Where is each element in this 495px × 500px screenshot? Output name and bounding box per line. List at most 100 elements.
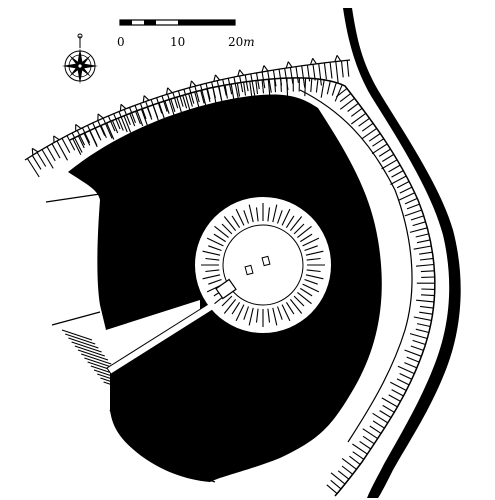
motte-hachure [293,295,305,307]
motte-hachure [304,245,318,252]
motte-hachure [235,304,245,322]
outer-bank-hachure [379,410,392,419]
compass-rose-icon [62,33,98,84]
lower-edge-line [109,409,216,483]
motte-hachure [267,308,271,323]
top-rampart-hachure [118,111,128,133]
outer-bank-hachure [381,159,398,170]
outer-bank-hachure [200,90,205,104]
left-slope-hachure [74,345,105,357]
scale-label-unit: m [243,35,254,49]
scale-label-20-value: 20 [228,35,243,49]
outer-bank-hachure [388,394,401,402]
top-rampart-hachure [295,66,299,83]
outer-bank-hachure [170,98,176,112]
outer-bank-hachure [310,78,313,92]
outer-bank-hachure [304,78,307,97]
motte-hachure [305,274,324,280]
motte-hachure [206,237,224,247]
outer-bank-hachure [419,305,434,309]
top-rampart-hachure [284,68,289,91]
outer-bank-hachure [83,132,91,146]
outer-bank-line [69,77,436,497]
top-rampart-hachure [306,64,311,82]
outer-bank-hachure [359,440,372,450]
outer-bank-hachure [396,378,410,386]
motte-hachure [285,302,295,315]
motte-hachure [205,257,220,261]
outer-bank-hachure [396,181,410,189]
top-rampart-hachure [51,143,61,159]
motte-hachure [214,225,229,239]
inner-bank-line [299,89,413,443]
outer-bank-hachure [397,365,415,375]
outer-bank-hachure [236,83,241,97]
edge-tick [53,135,60,141]
top-rampart-hachure [227,78,233,95]
top-rampart-hachure [346,60,350,77]
motte-hachure [243,306,250,320]
outer-bank-hachure [410,345,424,351]
top-rampart-hachure [123,109,131,126]
edge-tick [334,55,338,62]
outer-bank-hachure [224,85,228,99]
outer-bank-hachure [330,479,342,490]
outer-bank-hachure [368,133,381,142]
edge-tick [336,55,342,62]
top-rampart-hachure [36,152,47,167]
motte-hachure [304,278,318,285]
outer-bank-hachure [416,299,435,303]
outer-bank-hachure [398,192,415,201]
outer-bank-hachure [420,270,435,273]
outer-bank-hachure [129,113,136,127]
motte-hachure [255,308,259,323]
top-rampart-hachure [166,94,175,116]
motte-hachure [221,223,233,235]
motte-hachure [302,237,320,247]
edge-tick [237,69,241,77]
motte-hachure [276,306,283,320]
outer-bank-hachure [194,91,200,110]
top-rampart-hachure [318,63,322,86]
top-rampart-hachure [211,81,216,99]
outer-bank-hachure [404,362,418,369]
outer-bank-hachure [243,82,247,96]
edge-tick [261,65,265,73]
outer-bank-hachure [361,127,378,140]
outer-bank-hachure [352,443,368,455]
top-rampart-hachure [46,146,56,162]
outer-bank-hachure [341,457,357,470]
top-rampart-hachure [183,89,191,111]
edge-tick [167,87,173,94]
motte-hachure [221,295,233,307]
outer-bank-hachure [372,420,385,429]
motte-hachure [272,307,278,326]
outer-bank-hachure [391,389,404,397]
outer-bank-hachure [261,79,265,94]
top-rampart-hachure [216,80,223,103]
outer-bank-hachure [409,333,428,340]
outer-bank-hachure [381,397,398,408]
motte-hachure [231,215,241,228]
motte-hachure [281,208,291,226]
foundation-west [244,264,254,276]
top-rampart-hachure [244,74,249,92]
outer-bank-hachure [182,95,188,109]
top-rampart-hachure [92,122,101,139]
top-rampart-hachure [233,76,239,99]
wall-notch [284,439,298,451]
top-rampart-hachure [172,92,179,109]
top-rampart-hachure [76,130,86,146]
outer-bank-hachure [399,373,413,380]
motte-hachure [281,304,291,322]
left-slope-hachure [61,329,93,341]
motte-hachure [300,287,313,297]
outer-bank-hachure [362,435,375,445]
outer-bank-hachure [372,412,389,424]
scale-label-20: 20m [228,35,255,49]
top-rampart-hachure [272,69,277,87]
top-rampart-hachure [56,140,68,161]
outer-bank-hachure [391,170,404,178]
outer-bank-hachure [135,111,141,125]
